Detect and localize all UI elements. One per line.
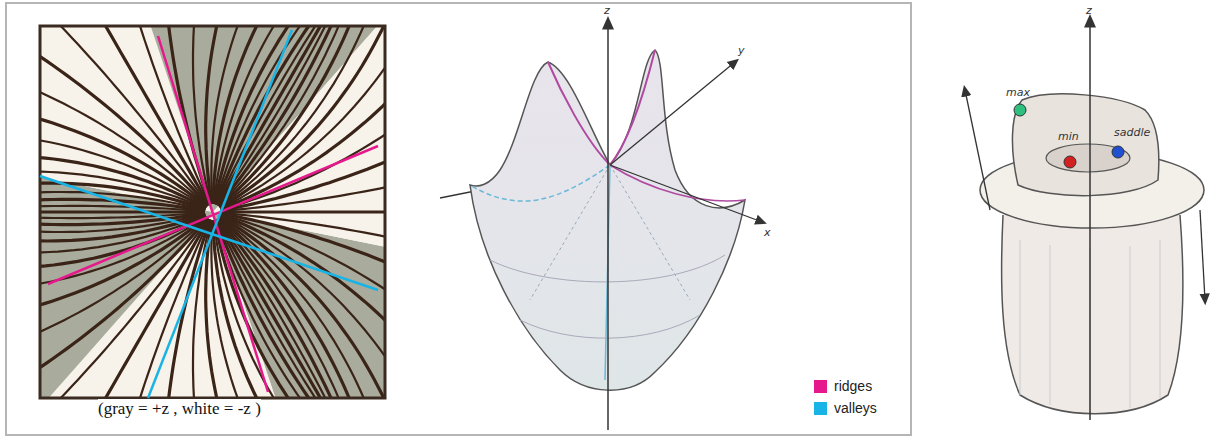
axis-label: x <box>764 226 771 239</box>
point-label: min <box>1058 130 1079 143</box>
hatch-stroke <box>218 219 357 398</box>
caption: (gray = +z , white = -z ) <box>98 399 261 419</box>
legend-swatch <box>814 402 827 415</box>
hatch-stroke <box>221 38 386 210</box>
point-label: max <box>1006 86 1030 99</box>
hatch-stroke <box>221 161 385 211</box>
hatch-stroke <box>216 220 357 399</box>
square-border <box>40 26 385 398</box>
legend-swatch <box>814 380 827 393</box>
hatch-stroke <box>40 211 205 218</box>
hatch-stroke <box>40 218 207 360</box>
axis-label: z <box>1086 4 1092 17</box>
hatch-stroke <box>69 26 209 205</box>
ridge-valley-lines <box>40 30 378 398</box>
hat-surface-sketch <box>965 20 1205 420</box>
hatch-stroke <box>40 210 205 213</box>
hatch-stroke <box>215 220 353 398</box>
axis-label: y <box>738 44 745 57</box>
hatch-stroke <box>115 219 209 398</box>
hatch-stroke <box>221 114 385 211</box>
hatch-stroke <box>163 220 211 399</box>
hatch-stroke <box>221 72 385 210</box>
hatch-stroke <box>220 26 385 209</box>
hatch-stroke <box>40 133 206 207</box>
point-label: saddle <box>1114 126 1150 139</box>
monkey-saddle-sketch <box>440 22 762 430</box>
hatch-stroke <box>221 210 385 213</box>
contour-hatching <box>40 26 385 398</box>
hatch-stroke <box>216 219 357 398</box>
hatch-stroke <box>217 219 357 398</box>
hatch-stroke <box>214 220 331 398</box>
hatch-stroke <box>163 26 211 205</box>
legend-text: ridges <box>834 378 872 394</box>
legend-text: valleys <box>834 400 877 416</box>
axis-label: z <box>604 4 610 17</box>
